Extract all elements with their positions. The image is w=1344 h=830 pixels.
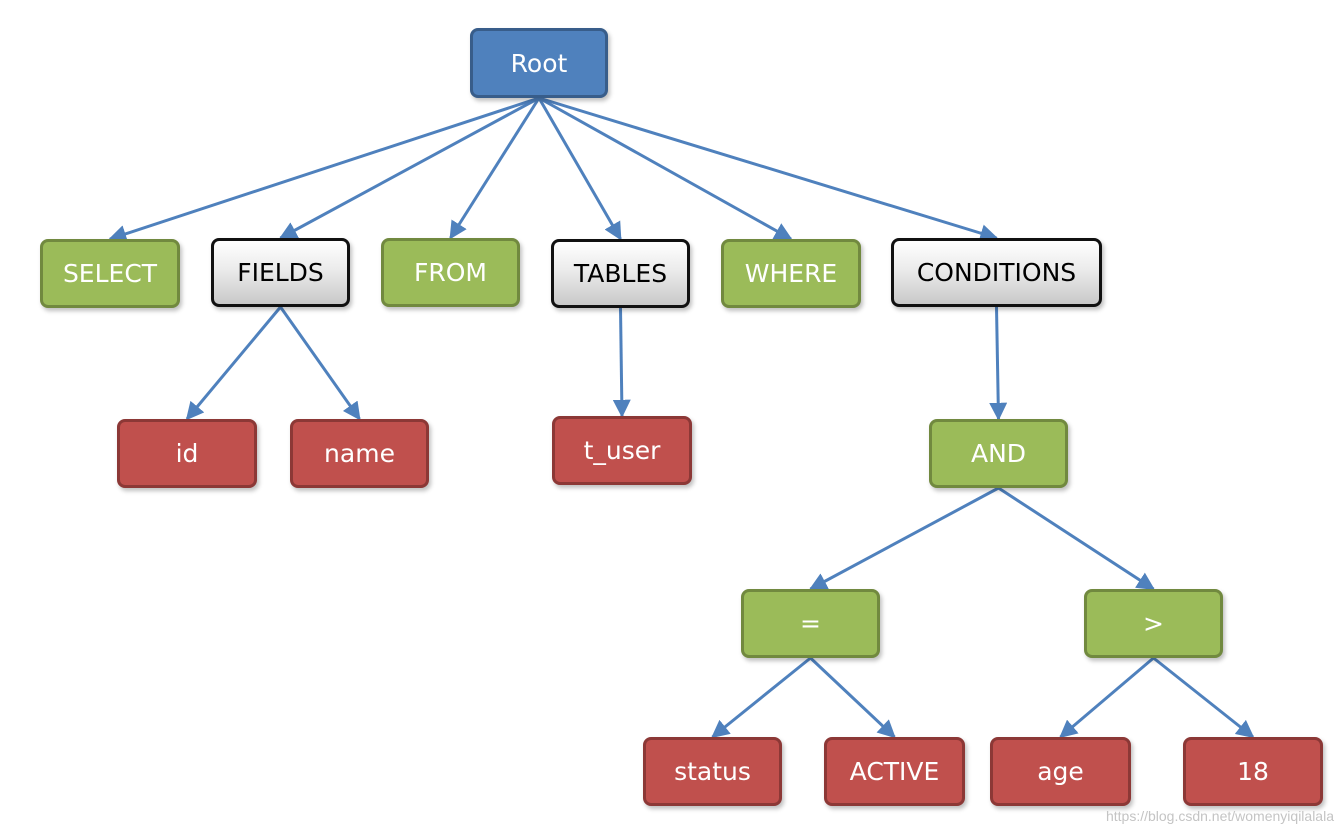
node-id: id	[117, 419, 257, 488]
edge-gt-age	[1059, 656, 1155, 739]
node-where: WHERE	[721, 239, 861, 308]
node-conditions: CONDITIONS	[891, 238, 1102, 307]
node-active: ACTIVE	[824, 737, 965, 806]
edge-root-from	[449, 97, 541, 240]
node-and: AND	[929, 419, 1068, 488]
edge-root-where	[538, 96, 793, 241]
watermark: https://blog.csdn.net/womenyiqilalala	[1105, 808, 1334, 824]
edge-root-fields	[278, 96, 540, 240]
node-18: 18	[1183, 737, 1323, 806]
edge-fields-name	[279, 306, 361, 421]
edge-root-select	[108, 96, 540, 243]
node-name: name	[290, 419, 429, 488]
edge-fields-id	[185, 306, 282, 421]
edge-eq-status	[711, 656, 812, 739]
node-age: age	[990, 737, 1131, 806]
node-select: SELECT	[40, 239, 180, 308]
edge-eq-active	[809, 656, 896, 739]
node-from: FROM	[381, 238, 520, 307]
edge-root-conditions	[538, 96, 999, 242]
node-root: Root	[470, 28, 608, 98]
edge-and-eq	[808, 486, 1000, 591]
node-fields: FIELDS	[211, 238, 350, 307]
node-equals: =	[741, 589, 880, 658]
node-greater-than: >	[1084, 589, 1223, 658]
edge-root-tables	[537, 97, 622, 241]
node-status: status	[643, 737, 782, 806]
edge-tables-t_user	[612, 307, 631, 418]
edge-and-gt	[997, 486, 1156, 591]
edge-conditions-and	[989, 306, 1008, 421]
node-tables: TABLES	[551, 239, 690, 308]
node-t-user: t_user	[552, 416, 692, 485]
edge-gt-n18	[1152, 656, 1255, 739]
